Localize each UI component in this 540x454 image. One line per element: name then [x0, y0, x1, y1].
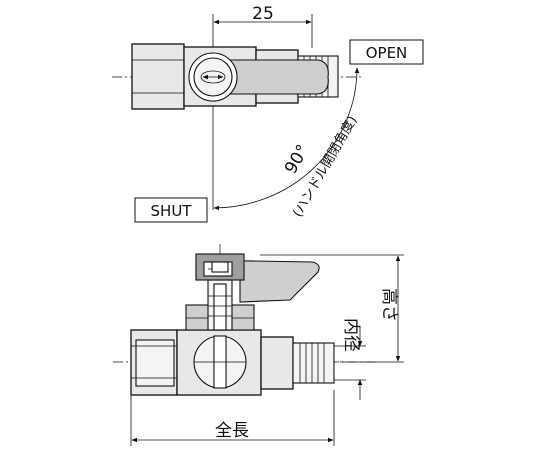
top-lever-handle	[224, 59, 329, 95]
side-thread-end	[292, 342, 335, 384]
side-right-body	[260, 336, 294, 390]
side-view: 高さ 内径 全長	[113, 244, 404, 446]
open-label: OPEN	[366, 44, 408, 62]
width-dimension-value: 25	[252, 4, 274, 24]
height-label: 高さ	[379, 288, 399, 322]
total-length-label: 全長	[215, 421, 249, 441]
angle-value: 90°	[281, 141, 313, 177]
top-body-left	[131, 43, 185, 110]
shut-label-box	[134, 197, 208, 223]
side-screw-head	[211, 261, 229, 273]
shut-label: SHUT	[151, 202, 193, 220]
rotation-arc	[213, 67, 360, 211]
open-label-box	[349, 39, 424, 65]
top-view: 25 OPEN SHUT	[112, 4, 424, 223]
inner-diameter-label: 内径	[341, 318, 361, 352]
